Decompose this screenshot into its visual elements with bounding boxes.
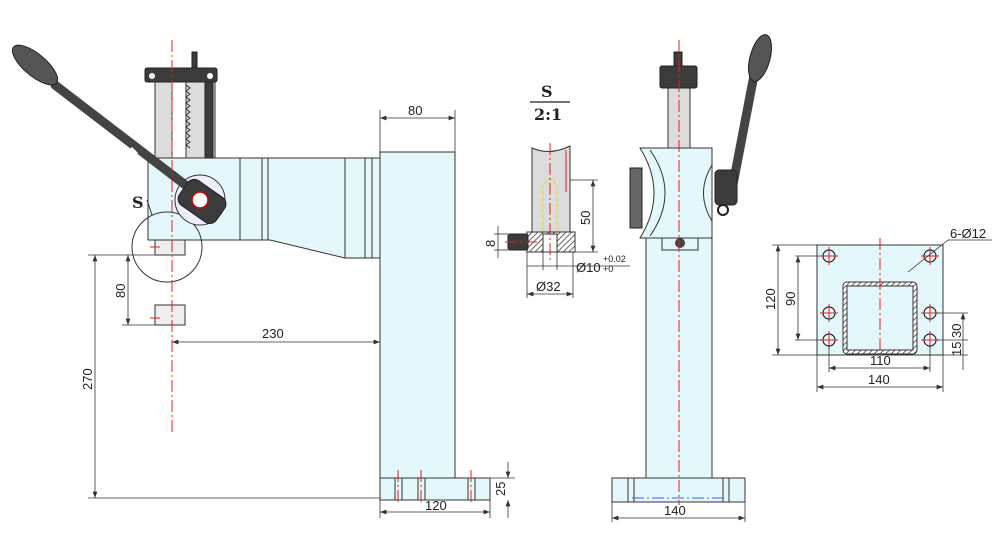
lever <box>50 80 210 205</box>
base-plate-view: 6-Ø12 120 90 110 140 30 15 <box>763 226 992 392</box>
arm <box>239 157 381 259</box>
dim-bore: Ø10 <box>576 260 601 275</box>
dim-base-depth: 120 <box>425 498 447 513</box>
dim-arm-width: 80 <box>408 103 422 118</box>
dim-plate-depth: 120 <box>763 288 778 310</box>
detail-circle <box>131 211 203 283</box>
detail-callout: S <box>132 193 144 212</box>
mounting-holes <box>820 247 939 349</box>
dim-tol-upper: +0.02 <box>603 254 626 264</box>
dim-thread: 8 <box>483 240 498 247</box>
front-column <box>645 237 713 479</box>
side-view: S 80 230 270 80 25 120 <box>11 40 515 518</box>
detail-scale: 2:1 <box>534 105 562 124</box>
front-view: 140 <box>611 34 772 522</box>
handle-grip <box>11 44 59 86</box>
dim-tol-lower: +0 <box>603 264 613 274</box>
dim-plate-width: 140 <box>868 372 890 387</box>
dim-hole-pitch-x: 110 <box>870 353 891 368</box>
column <box>379 151 456 479</box>
detail-view: S 2:1 50 8 Ø10 +0.02 +0 Ø32 <box>483 82 630 298</box>
dim-diameter: Ø32 <box>536 279 561 294</box>
dim-stroke: 80 <box>113 284 128 298</box>
dim-detail-height: 50 <box>578 211 593 225</box>
dim-edge-offset: 15 <box>949 342 964 356</box>
top-bracket <box>144 67 218 83</box>
detail-label: S <box>541 82 553 101</box>
dim-height: 270 <box>80 368 95 390</box>
dim-holes: 6-Ø12 <box>950 226 986 241</box>
dim-hole-offset: 30 <box>949 324 964 338</box>
dim-base-thickness: 25 <box>493 482 508 496</box>
dim-front-base-width: 140 <box>664 503 686 518</box>
base-foot <box>379 477 491 501</box>
dim-hole-pitch-y: 90 <box>783 292 798 306</box>
dim-reach: 230 <box>262 326 284 341</box>
